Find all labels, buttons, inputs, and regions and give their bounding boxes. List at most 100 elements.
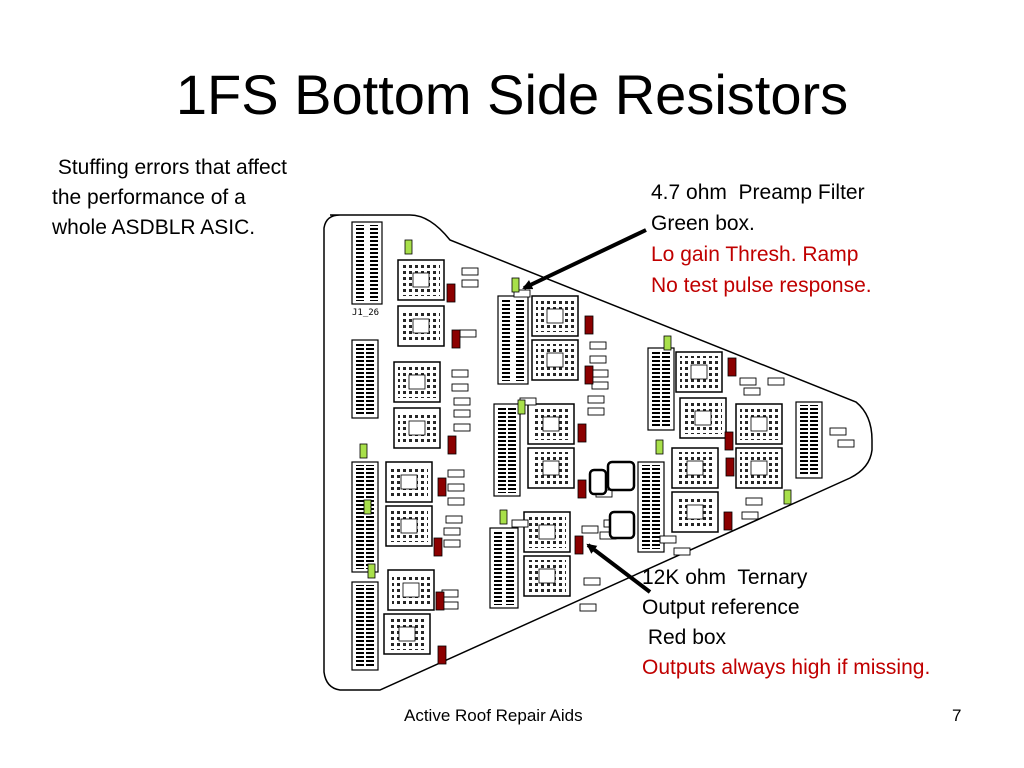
passive-component bbox=[587, 395, 605, 404]
passive-component bbox=[745, 497, 763, 506]
callout-green-line-1: 4.7 ohm Preamp Filter bbox=[651, 181, 865, 204]
red-box-resistor bbox=[723, 511, 733, 531]
passive-component bbox=[447, 483, 465, 492]
large-component bbox=[588, 468, 608, 496]
connector-pins bbox=[498, 407, 506, 493]
passive-component bbox=[767, 377, 785, 386]
callout-green-line-2: Green box. bbox=[651, 212, 755, 235]
red-box-resistor bbox=[433, 537, 443, 557]
green-box-resistor bbox=[511, 277, 520, 293]
green-box-resistor bbox=[517, 399, 526, 415]
red-box-resistor bbox=[447, 435, 457, 455]
passive-component bbox=[461, 267, 479, 276]
red-box-resistor bbox=[725, 457, 735, 477]
passive-component bbox=[583, 577, 601, 586]
red-box-resistor bbox=[437, 645, 447, 665]
asic-chip-center bbox=[402, 582, 420, 598]
passive-component bbox=[453, 423, 471, 432]
asic-chip-center bbox=[542, 416, 560, 432]
connector-pins bbox=[356, 343, 364, 415]
passive-component bbox=[579, 603, 597, 612]
connector-pins bbox=[652, 351, 660, 427]
passive-component bbox=[673, 547, 691, 556]
passive-component bbox=[741, 511, 759, 520]
connector-pins bbox=[370, 225, 378, 301]
connector-pin-strip bbox=[351, 581, 379, 671]
passive-component bbox=[589, 355, 607, 364]
red-box-resistor bbox=[577, 479, 587, 499]
passive-component bbox=[837, 439, 855, 448]
connector-pin-strip bbox=[647, 347, 675, 431]
asic-chip-center bbox=[408, 420, 426, 436]
asic-chip-center bbox=[686, 504, 704, 520]
large-component bbox=[606, 460, 636, 492]
connector-pins bbox=[366, 465, 374, 569]
passive-component bbox=[829, 427, 847, 436]
left-note-line-3: whole ASDBLR ASIC. bbox=[52, 216, 256, 239]
green-box-resistor bbox=[359, 443, 368, 459]
passive-component bbox=[659, 535, 677, 544]
passive-component bbox=[589, 341, 607, 350]
green-box-resistor bbox=[663, 335, 672, 351]
red-box-resistor bbox=[435, 591, 445, 611]
connector-pins bbox=[502, 299, 510, 381]
connector-pins bbox=[800, 405, 808, 475]
connector-pin-strip bbox=[493, 403, 521, 497]
passive-component bbox=[445, 515, 463, 524]
arrow-to-red-box bbox=[586, 543, 652, 594]
passive-component bbox=[461, 279, 479, 288]
callout-red-red-line-1: Outputs always high if missing. bbox=[642, 656, 931, 679]
asic-chip-center bbox=[412, 318, 430, 334]
red-box-resistor bbox=[577, 423, 587, 443]
connector-pins bbox=[356, 465, 364, 569]
passive-component bbox=[451, 383, 469, 392]
connector-pins bbox=[494, 531, 502, 605]
connector-pins bbox=[356, 225, 364, 301]
passive-component bbox=[581, 525, 599, 534]
passive-component bbox=[587, 407, 605, 416]
red-box-resistor bbox=[451, 329, 461, 349]
connector-pins bbox=[506, 531, 514, 605]
passive-component bbox=[459, 329, 477, 338]
connector-label: J1_26 bbox=[352, 308, 379, 318]
callout-red-line-2: Output reference bbox=[642, 596, 800, 619]
passive-component bbox=[511, 519, 529, 528]
red-box-resistor bbox=[584, 315, 594, 335]
footer-left: Active Roof Repair Aids bbox=[404, 706, 583, 725]
red-box-resistor bbox=[727, 357, 737, 377]
passive-component bbox=[443, 527, 461, 536]
slide-title: 1FS Bottom Side Resistors bbox=[175, 63, 849, 126]
connector-pins bbox=[652, 465, 660, 549]
green-box-resistor bbox=[783, 489, 792, 505]
asic-chip-center bbox=[400, 518, 418, 534]
large-component bbox=[608, 510, 636, 540]
passive-component bbox=[513, 289, 531, 298]
connector-pins bbox=[366, 585, 374, 667]
asic-chip-center bbox=[412, 272, 430, 288]
connector-pin-strip bbox=[351, 339, 379, 419]
asic-chip-center bbox=[546, 352, 564, 368]
passive-component bbox=[591, 381, 609, 390]
passive-component bbox=[447, 469, 465, 478]
green-box-resistor bbox=[404, 239, 413, 255]
asic-chip-center bbox=[400, 474, 418, 490]
asic-chip-center bbox=[398, 626, 416, 642]
red-box-resistor bbox=[446, 283, 456, 303]
red-box-resistor bbox=[574, 535, 584, 555]
connector-pin-strip bbox=[351, 461, 379, 573]
passive-component bbox=[743, 387, 761, 396]
callout-red-line-1: 12K ohm Ternary bbox=[642, 566, 808, 589]
green-box-resistor bbox=[363, 499, 372, 515]
passive-component bbox=[451, 369, 469, 378]
connector-pins bbox=[366, 343, 374, 415]
green-box-resistor bbox=[367, 563, 376, 579]
arrow-to-green-box bbox=[522, 228, 647, 290]
asic-chip-center bbox=[750, 460, 768, 476]
green-box-resistor bbox=[655, 439, 664, 455]
passive-component bbox=[447, 497, 465, 506]
callout-green-red-line-2: No test pulse response. bbox=[651, 274, 872, 297]
asic-chip-center bbox=[538, 568, 556, 584]
red-box-resistor bbox=[437, 477, 447, 497]
connector-pins bbox=[662, 351, 670, 427]
